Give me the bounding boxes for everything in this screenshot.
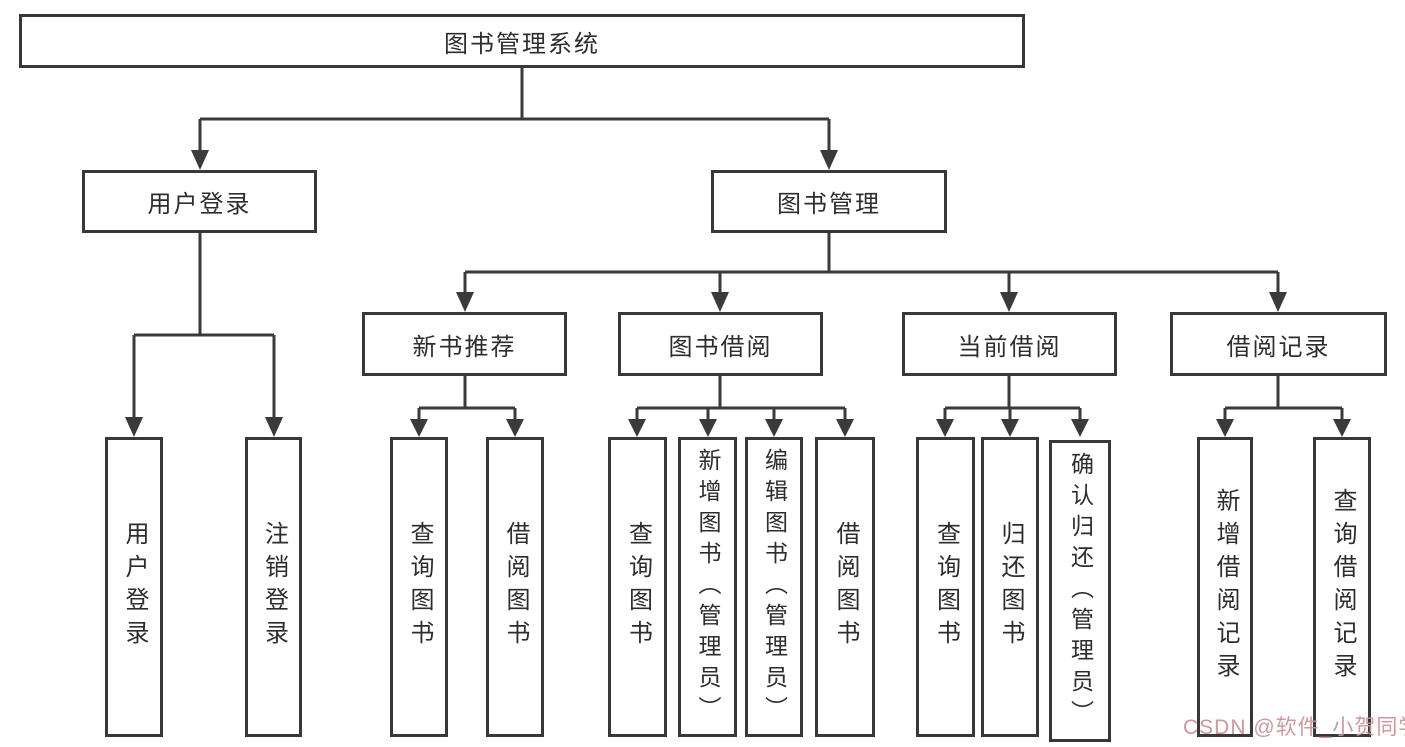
node-book-borrow-label: 图书借阅	[668, 333, 773, 361]
node-book-management-label: 图书管理	[777, 191, 881, 218]
leaf-cb-query-books: 查询图书	[916, 437, 975, 737]
node-new-book-recommend-label: 新书推荐	[412, 333, 517, 361]
leaf-bb-add-books: 新增图书（管理员）	[678, 437, 737, 737]
arrowhead	[628, 419, 646, 437]
leaf-br-add-record-label: 新增借阅记录	[1212, 488, 1239, 686]
leaf-bb-edit-books: 编辑图书（管理员）	[745, 437, 803, 737]
leaf-cb-return-books: 归还图书	[981, 437, 1039, 737]
arrowhead	[125, 417, 143, 437]
node-user-login: 用户登录	[82, 170, 317, 233]
leaf-user-login-label: 用户登录	[121, 521, 148, 653]
node-user-login-label: 用户登录	[147, 191, 252, 218]
leaf-bb-query-books: 查询图书	[608, 437, 667, 737]
leaf-user-login: 用户登录	[105, 437, 163, 737]
leaf-bb-edit-books-label: 编辑图书（管理员）	[761, 447, 788, 727]
leaf-bb-add-books-label: 新增图书（管理员）	[695, 447, 721, 727]
node-book-management: 图书管理	[711, 170, 947, 233]
leaf-nb-borrow-books-label: 借阅图书	[502, 521, 529, 653]
arrowhead	[936, 419, 954, 437]
node-root-label: 图书管理系统	[444, 30, 600, 58]
leaf-bb-query-books-label: 查询图书	[624, 521, 652, 653]
node-current-borrow: 当前借阅	[902, 312, 1117, 376]
arrowhead	[1269, 292, 1287, 312]
leaf-cb-return-books-label: 归还图书	[997, 521, 1024, 653]
node-new-book-recommend: 新书推荐	[362, 312, 567, 376]
leaf-cb-confirm-return-label: 确认归还（管理员）	[1067, 451, 1094, 731]
leaf-cb-query-books-label: 查询图书	[932, 521, 960, 653]
leaf-bb-borrow-books-label: 借阅图书	[832, 521, 859, 653]
leaf-logout: 注销登录	[245, 437, 302, 737]
node-borrow-records: 借阅记录	[1170, 312, 1387, 376]
arrowhead	[1001, 419, 1019, 437]
arrowhead	[506, 419, 524, 437]
node-borrow-records-label: 借阅记录	[1226, 333, 1331, 361]
leaf-bb-borrow-books: 借阅图书	[815, 437, 875, 737]
leaf-nb-borrow-books: 借阅图书	[486, 437, 544, 737]
leaf-br-add-record: 新增借阅记录	[1197, 437, 1253, 737]
arrowhead	[410, 419, 428, 437]
node-book-borrow: 图书借阅	[618, 312, 823, 376]
arrowhead	[456, 292, 474, 312]
leaf-br-query-record: 查询借阅记录	[1313, 437, 1371, 737]
leaf-logout-label: 注销登录	[260, 521, 288, 653]
arrowhead	[836, 419, 854, 437]
leaf-cb-confirm-return: 确认归还（管理员）	[1049, 440, 1111, 742]
arrowhead	[820, 150, 838, 170]
arrowhead	[711, 292, 729, 312]
arrowhead	[191, 150, 209, 170]
csdn-watermark: CSDN @软件_小贺同学	[1183, 716, 1405, 739]
node-root: 图书管理系统	[19, 14, 1025, 68]
arrowhead	[1071, 419, 1089, 437]
arrowhead	[765, 419, 783, 437]
leaf-br-query-record-label: 查询借阅记录	[1329, 488, 1356, 686]
arrowhead	[1216, 419, 1234, 437]
arrowhead	[265, 417, 283, 437]
leaf-nb-query-books: 查询图书	[390, 437, 448, 737]
arrowhead	[1333, 419, 1351, 437]
arrowhead	[699, 419, 717, 437]
node-current-borrow-label: 当前借阅	[957, 333, 1062, 361]
leaf-nb-query-books-label: 查询图书	[406, 521, 433, 653]
arrowhead	[1000, 292, 1018, 312]
